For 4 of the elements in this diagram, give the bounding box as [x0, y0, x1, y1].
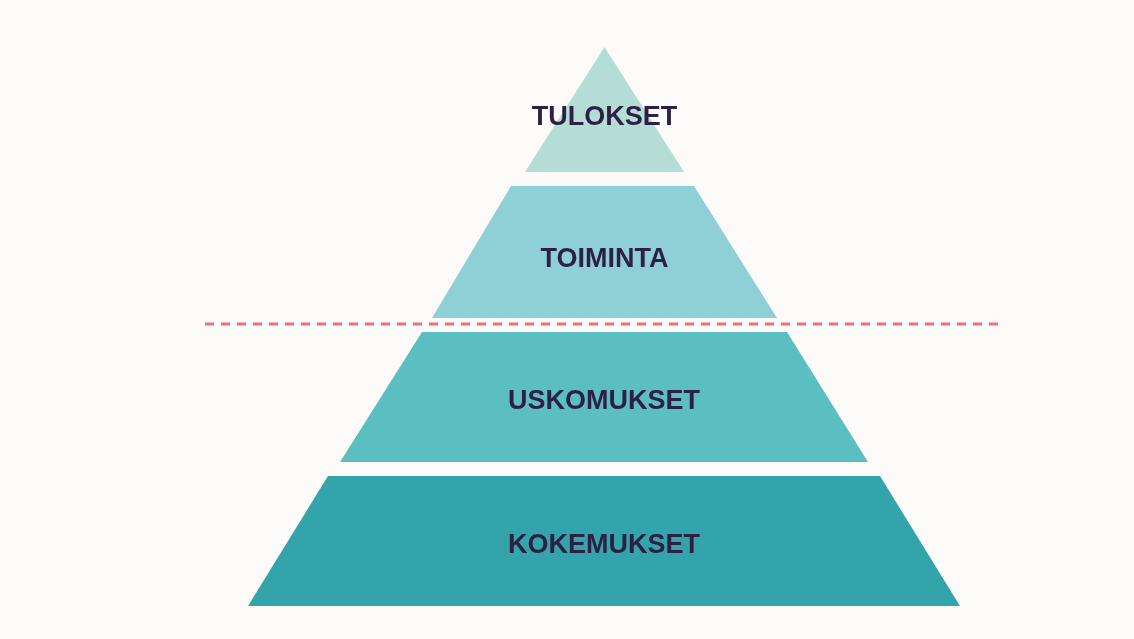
tier-label: KOKEMUKSET — [507, 529, 701, 560]
tier-label: USKOMUKSET — [507, 385, 701, 416]
tier-label: TOIMINTA — [539, 243, 670, 274]
tier-label: TULOKSET — [530, 101, 679, 132]
